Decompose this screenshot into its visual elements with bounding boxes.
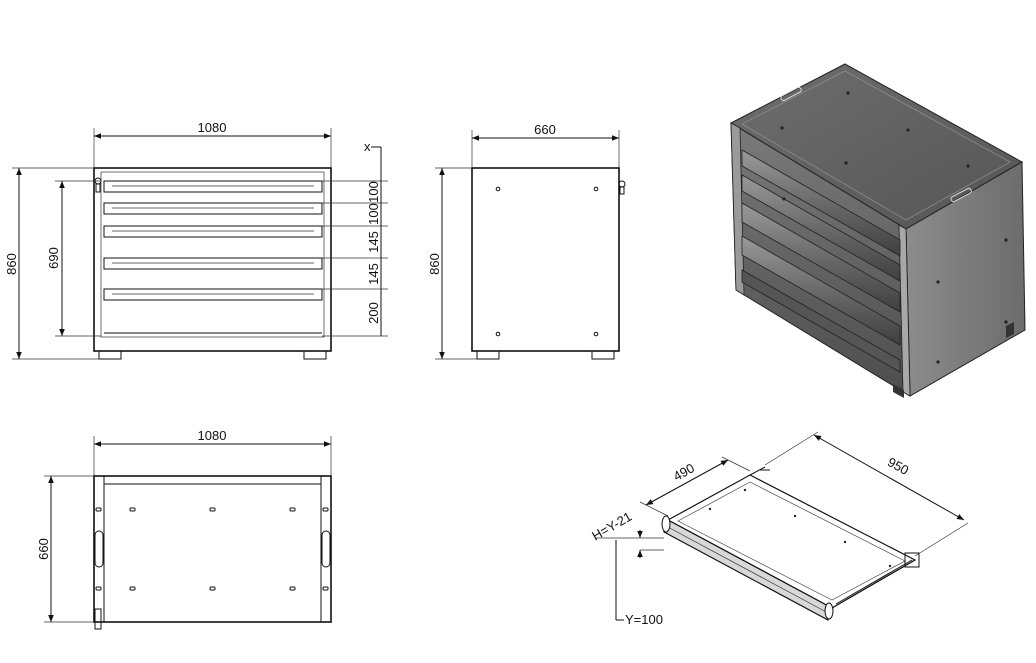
front-drawers [103,180,323,334]
front-drawer-1 [103,180,323,193]
drawer-height-4-label: 145 [366,263,381,285]
side-view: 660 860 [427,122,626,360]
drawer-length-label: 950 [885,454,911,478]
drawer-height-3-label: 145 [366,231,381,253]
side-cabinet-body [471,167,620,352]
front-drawer-area-label: 690 [46,247,61,269]
drawer-height-1-label: 100 [366,181,381,203]
drawer-detail: 490 950 H=Y-21 Y=100 [589,431,969,627]
side-width-label: 660 [534,122,556,137]
iso-drawer-5 [741,269,901,373]
drawer-depth-label: 490 [671,460,697,484]
top-handle-left [94,530,104,568]
front-drawer-3 [103,225,323,238]
front-foot-left [98,350,122,360]
side-foot-left [476,350,500,360]
front-drawer-2 [103,202,323,215]
iso-drawer-1 [741,149,901,257]
isometric-cabinet [729,63,1026,398]
front-foot-right [303,350,327,360]
front-cabinet-body [93,167,332,352]
front-height-label: 860 [4,253,19,275]
iso-drawer-3 [741,202,901,313]
top-depth-label: 660 [36,538,51,560]
side-height-label: 860 [427,253,442,275]
iso-handle-right [950,187,972,203]
front-x-label: x [364,139,371,154]
front-width-label: 1080 [198,120,227,135]
drawer-height-5-label: 200 [366,302,381,324]
front-drawer-4 [103,257,323,270]
drawer-y-label: Y=100 [625,612,663,627]
top-view: 1080 660 [36,428,332,630]
front-view: 1080 860 690 x 100 100 145 145 200 [4,120,388,360]
iso-handle-left [780,86,802,102]
top-handle-right [321,530,331,568]
drawer-height-2-label: 100 [366,203,381,225]
iso-drawers [741,149,901,373]
top-lock-icon [94,608,102,630]
front-drawer-5 [103,288,323,301]
iso-drawer-2 [741,174,901,282]
top-width-label: 1080 [198,428,227,443]
iso-drawer-4 [741,235,901,346]
top-cabinet-body [93,475,332,623]
side-foot-right [591,350,615,360]
side-lock-icon [618,180,626,188]
